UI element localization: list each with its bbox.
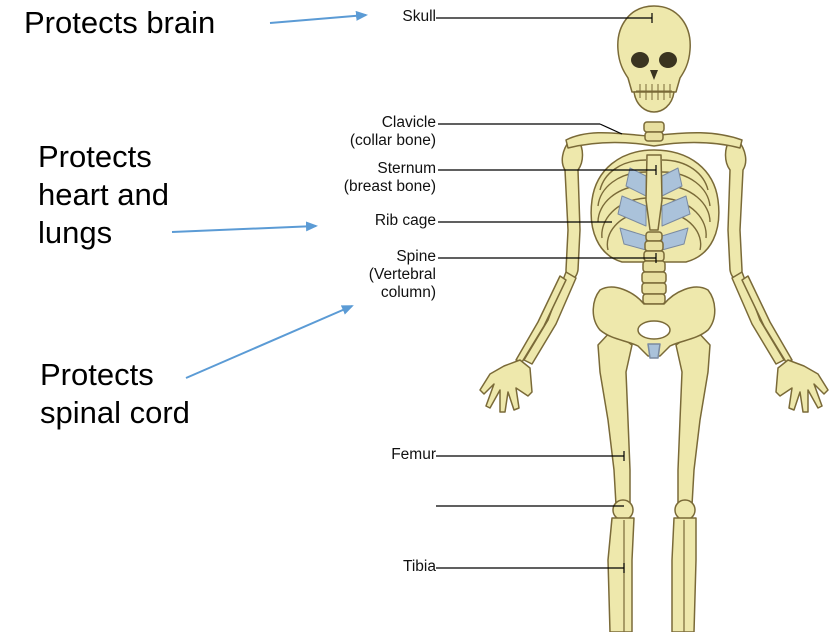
spine-label-line-2: (Vertebral xyxy=(369,266,436,284)
protects-spinal-line-2: spinal cord xyxy=(40,394,190,432)
protects-heart-line-3: lungs xyxy=(38,214,169,252)
brain-arrow xyxy=(270,15,366,23)
heart-arrow xyxy=(172,226,316,232)
annotation-arrows xyxy=(172,15,366,378)
left-leg xyxy=(598,330,634,632)
tibia-label: Tibia xyxy=(403,558,436,576)
protects-spinal-line-1: Protects xyxy=(40,356,190,394)
right-leg xyxy=(672,330,710,632)
protects-heart-line-1: Protects xyxy=(38,138,169,176)
protects-brain-text: Protects brain xyxy=(24,4,215,42)
sternum-label-line-2: (breast bone) xyxy=(344,178,436,196)
sternum-shape xyxy=(646,155,662,230)
protects-heart-line-2: heart and xyxy=(38,176,169,214)
sternum-label: Sternum (breast bone) xyxy=(344,160,436,196)
skull-shape xyxy=(618,6,690,112)
right-arm xyxy=(726,140,829,412)
spinal-cord-arrow xyxy=(186,306,352,378)
rib-cage-label: Rib cage xyxy=(375,212,436,230)
left-arm xyxy=(480,140,583,412)
sternum-label-line-1: Sternum xyxy=(344,160,436,178)
femur-label: Femur xyxy=(391,446,436,464)
spine-label: Spine (Vertebral column) xyxy=(369,248,436,302)
clavicle-label-line-2: (collar bone) xyxy=(350,132,436,150)
clavicle-label: Clavicle (collar bone) xyxy=(350,114,436,150)
clavicle-label-line-1: Clavicle xyxy=(350,114,436,132)
spine-label-line-3: column) xyxy=(369,284,436,302)
skeleton-figure xyxy=(480,6,828,632)
skull-label: Skull xyxy=(402,8,436,26)
protects-heart-text: Protects heart and lungs xyxy=(38,138,169,252)
spine-label-line-1: Spine xyxy=(369,248,436,266)
protects-spinal-cord-text: Protects spinal cord xyxy=(40,356,190,432)
